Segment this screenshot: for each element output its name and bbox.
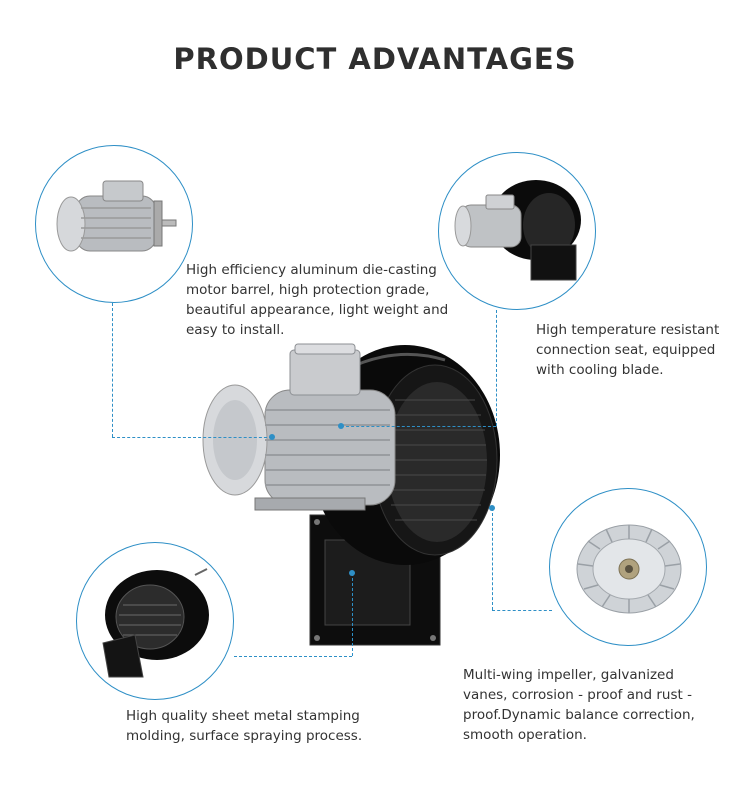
housing-connector-horizontal bbox=[234, 656, 352, 657]
connection-description: High temperature resistant connection se… bbox=[536, 322, 720, 378]
motor-connector-dot bbox=[269, 434, 275, 440]
connection-connector-horizontal bbox=[341, 426, 496, 427]
motor-connector-horizontal bbox=[112, 437, 272, 438]
connection-connector-dot bbox=[338, 423, 344, 429]
connection-connector-vertical bbox=[496, 310, 497, 426]
impeller-connector-dot bbox=[489, 505, 495, 511]
housing-description: High quality sheet metal stamping moldin… bbox=[126, 708, 363, 744]
housing-connector-dot bbox=[349, 570, 355, 576]
housing-image bbox=[95, 565, 217, 680]
impeller-connector-vertical bbox=[492, 508, 493, 610]
impeller-image bbox=[572, 519, 687, 619]
motor-detail-circle bbox=[35, 145, 193, 303]
impeller-connector-horizontal bbox=[492, 610, 552, 611]
impeller-description: Multi-wing impeller, galvanized vanes, c… bbox=[463, 667, 695, 743]
motor-description: High efficiency aluminum die-casting mot… bbox=[186, 262, 449, 338]
impeller-detail-circle bbox=[549, 488, 707, 646]
housing-connector-vertical bbox=[352, 573, 353, 656]
page-title: PRODUCT ADVANTAGES bbox=[173, 42, 577, 76]
motor-image bbox=[51, 176, 181, 266]
blower-assembly-image bbox=[451, 175, 585, 285]
centrifugal-fan-image bbox=[195, 330, 515, 660]
connection-detail-circle bbox=[438, 152, 596, 310]
motor-connector-vertical bbox=[112, 303, 113, 437]
housing-detail-circle bbox=[76, 542, 234, 700]
